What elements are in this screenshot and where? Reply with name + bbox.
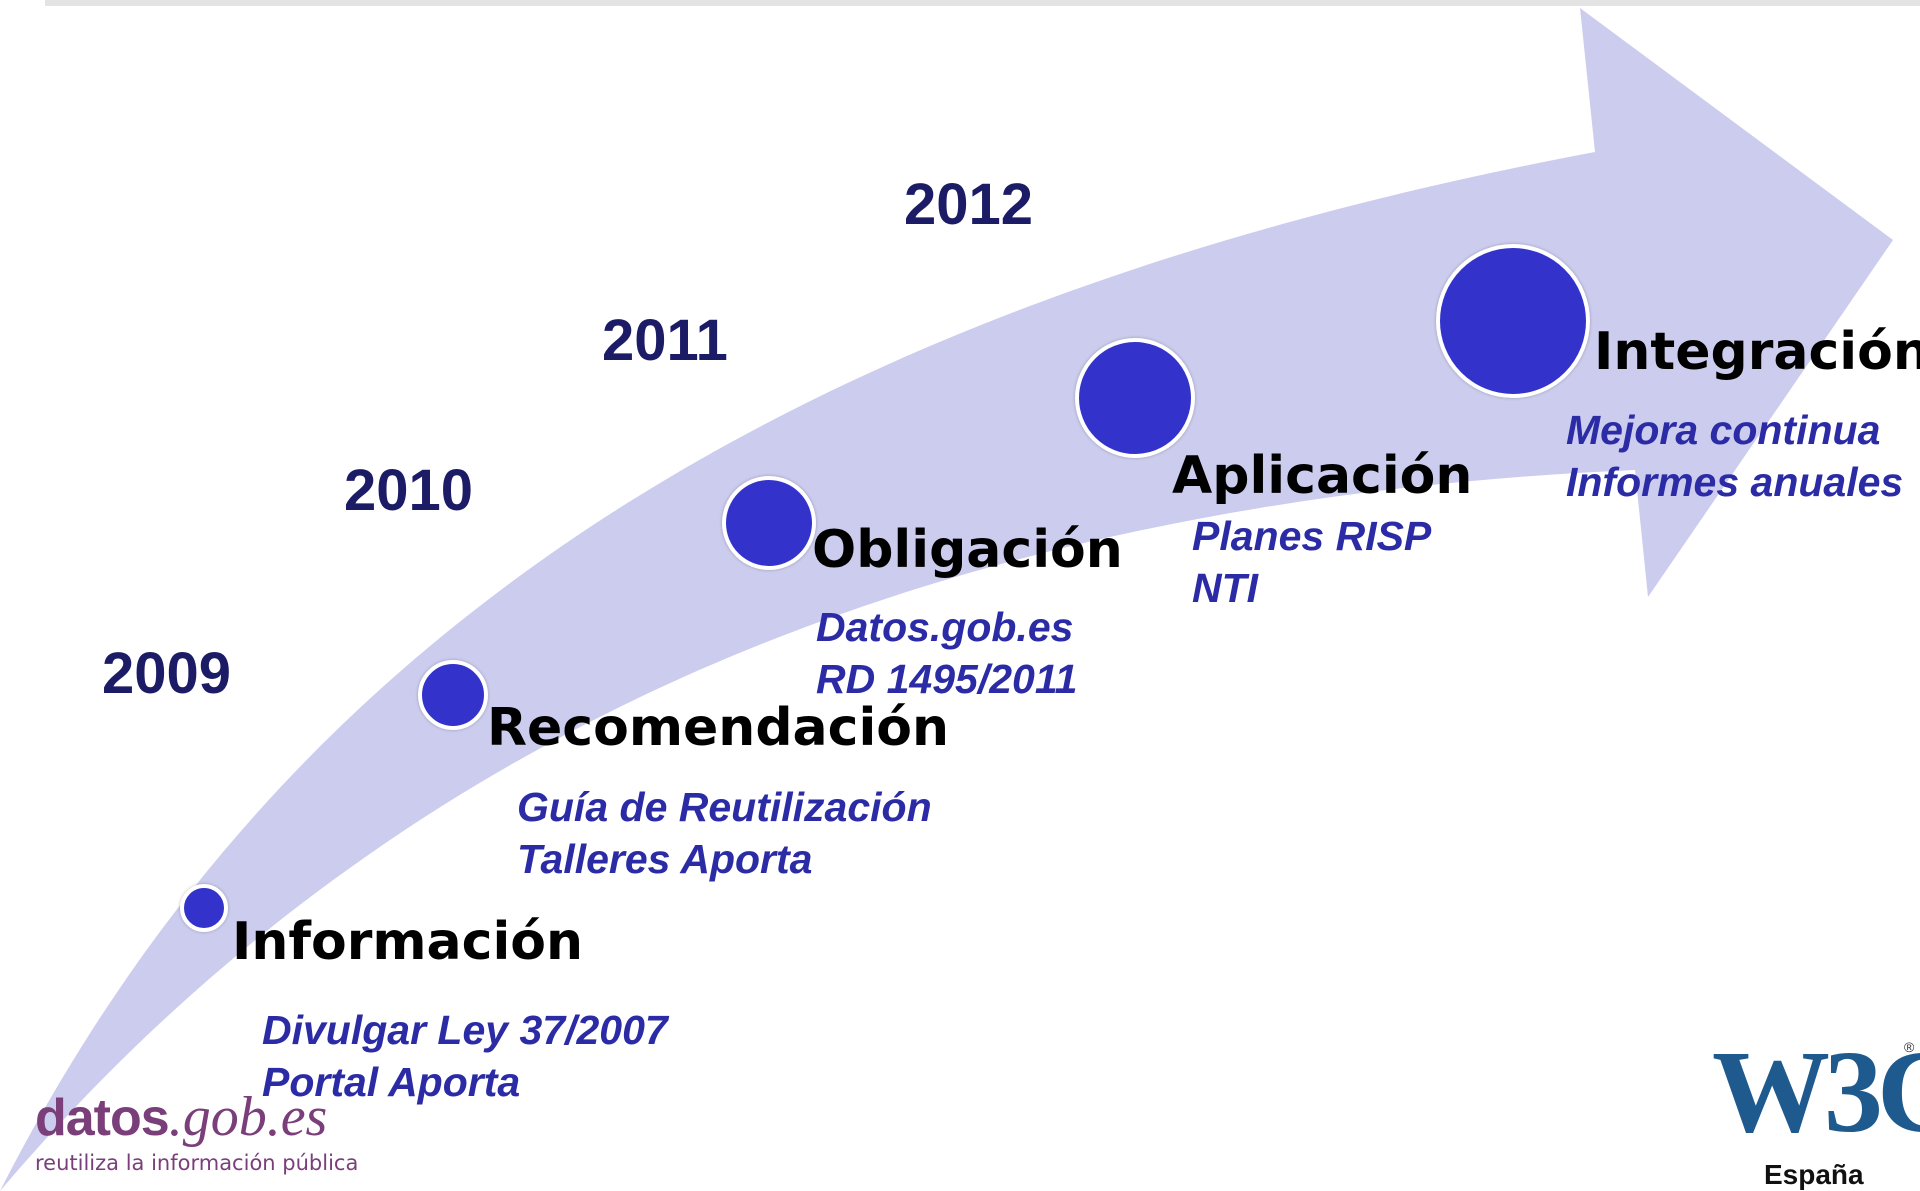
logo-domain: .gob.es <box>168 1086 328 1148</box>
stage-notes-aplicacion: Planes RISP NTI <box>1192 510 1431 614</box>
year-2011: 2011 <box>602 308 728 373</box>
note-line: Guía de Reutilización <box>517 784 932 830</box>
note-line: NTI <box>1192 565 1259 611</box>
stage-title-informacion: Información <box>232 912 584 972</box>
stage-notes-integracion: Mejora continua Informes anuales <box>1566 404 1903 508</box>
registered-mark: ® <box>1904 1039 1915 1055</box>
w3c-mark: W3C <box>1712 1026 1920 1157</box>
note-line: Planes RISP <box>1192 513 1432 559</box>
note-line: Mejora continua <box>1566 407 1881 453</box>
w3c-country: España <box>1764 1159 1864 1190</box>
logo-tagline: reutiliza la información pública <box>35 1151 359 1175</box>
stage-title-recomendacion: Recomendación <box>487 698 950 758</box>
node-informacion <box>180 884 228 932</box>
node-recomendacion <box>418 660 488 730</box>
stage-notes-obligacion: Datos.gob.es RD 1495/2011 <box>816 601 1077 705</box>
stage-title-aplicacion: Aplicación <box>1172 446 1473 506</box>
stage-notes-recomendacion: Guía de Reutilización Talleres Aporta <box>517 781 932 885</box>
arrow-shape <box>0 8 1893 1191</box>
node-obligacion <box>722 476 816 570</box>
note-line: Portal Aporta <box>262 1059 521 1105</box>
year-2010: 2010 <box>344 458 474 523</box>
node-integracion <box>1436 244 1590 398</box>
note-line: Informes anuales <box>1566 459 1904 505</box>
note-line: Talleres Aporta <box>517 836 813 882</box>
stage-notes-informacion: Divulgar Ley 37/2007 Portal Aporta <box>262 1004 668 1108</box>
logo-word: datos <box>35 1089 170 1147</box>
note-line: Datos.gob.es <box>816 604 1074 650</box>
note-line: Divulgar Ley 37/2007 <box>262 1007 668 1053</box>
node-aplicacion <box>1075 338 1195 458</box>
stage-title-obligacion: Obligación <box>812 520 1123 580</box>
datos-gob-es-logo: datos.gob.es reutiliza la información pú… <box>35 1085 358 1175</box>
stage-title-integracion: Integración <box>1594 322 1920 382</box>
year-2012: 2012 <box>904 172 1034 237</box>
year-2009: 2009 <box>102 641 232 706</box>
note-line: RD 1495/2011 <box>816 656 1078 702</box>
top-rule <box>45 0 1920 6</box>
w3c-logo: W3C ® España <box>1712 1033 1920 1191</box>
